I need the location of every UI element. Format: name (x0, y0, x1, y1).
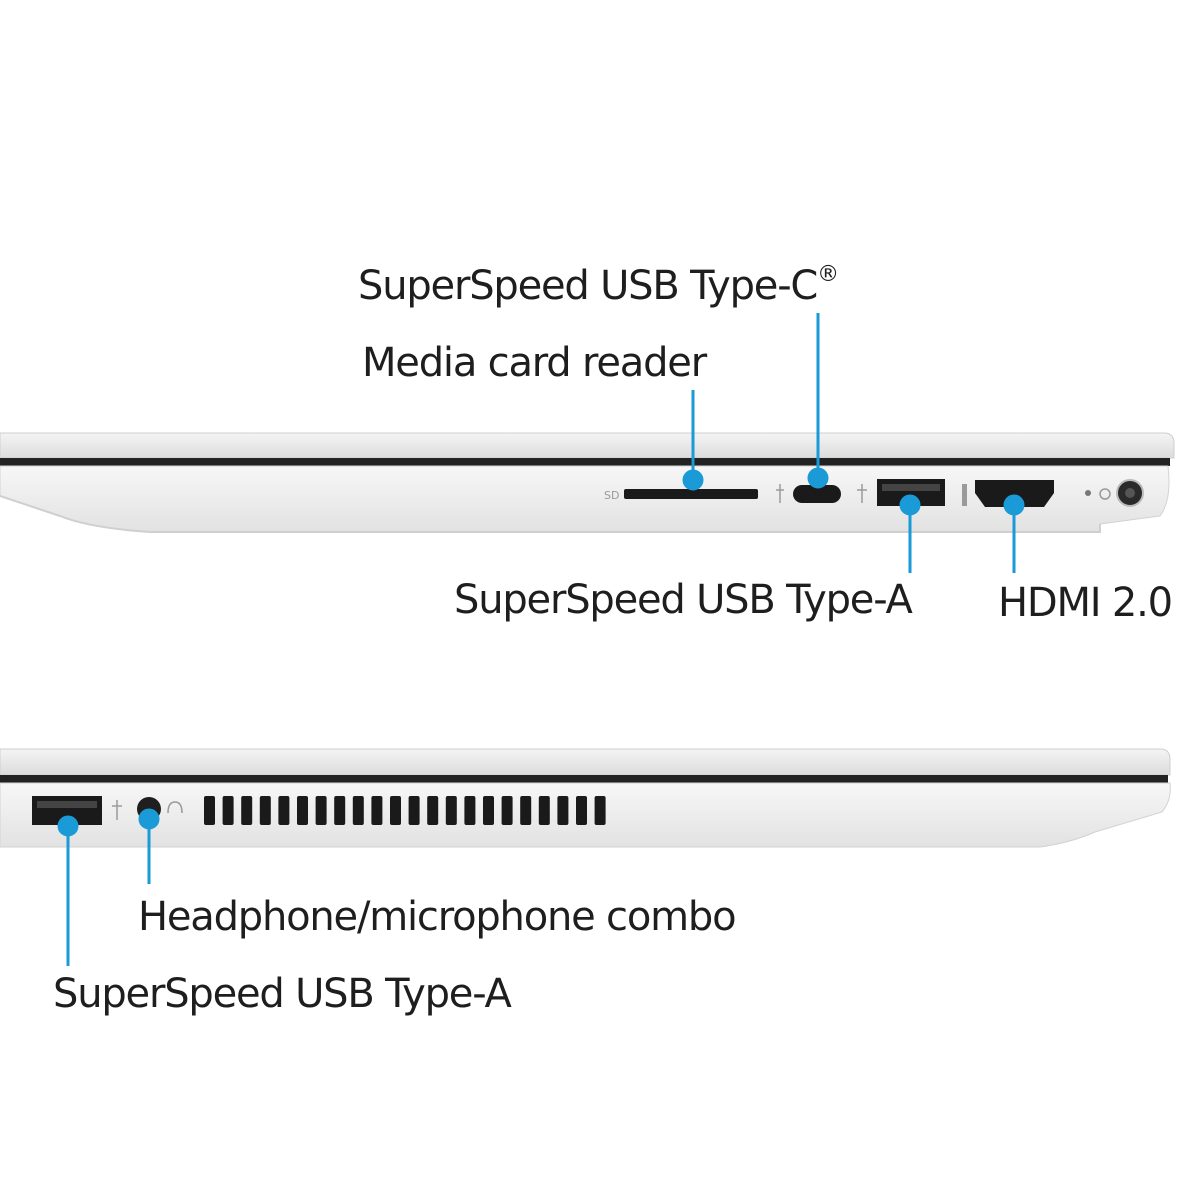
media-card-slot (624, 489, 758, 499)
registered-mark: ® (817, 262, 839, 287)
usb-icon (112, 800, 122, 820)
label-usb-a-left: SuperSpeed USB Type-A (53, 971, 512, 1017)
laptop-right-side: SD (0, 313, 1175, 573)
vent-slot (371, 796, 383, 825)
vent-slot (538, 796, 550, 825)
vent-slot (408, 796, 420, 825)
usb-a-port-tongue (37, 801, 97, 808)
label-hdmi: HDMI 2.0 (998, 580, 1173, 626)
sd-card-icon: SD (604, 489, 619, 502)
vent-slot (297, 796, 308, 825)
headphone-icon (167, 801, 183, 814)
callout-leaders-right (682, 313, 1025, 573)
lid-edge (0, 748, 1171, 776)
vent-slot (241, 796, 253, 825)
hdmi-port (975, 480, 1054, 507)
vent-slot (390, 796, 401, 825)
hinge-seam (0, 458, 1170, 466)
vent-slot (576, 796, 587, 825)
vent-slot (352, 796, 364, 825)
label-usb-c: SuperSpeed USB Type-C® (358, 263, 839, 309)
led-indicator (1085, 490, 1091, 496)
vent-slot (222, 796, 234, 825)
usb-c-icon (776, 484, 784, 503)
power-jack-pin (1125, 488, 1135, 498)
vent-slot (464, 796, 476, 825)
hinge-seam (0, 775, 1168, 783)
vent-slot (315, 796, 327, 825)
vent-slot (520, 796, 532, 825)
vent-slot (594, 796, 606, 825)
vent-slot (501, 796, 513, 825)
lid-edge (0, 432, 1175, 459)
usb-icon (857, 484, 867, 503)
label-usb-a-right: SuperSpeed USB Type-A (454, 577, 913, 623)
callout-leaders-left (57, 808, 160, 966)
laptop-left-side (0, 748, 1171, 966)
usb-c-port (793, 485, 841, 503)
vent-slot (445, 796, 457, 825)
vent-slot (334, 796, 346, 825)
label-headphone-combo: Headphone/microphone combo (138, 894, 737, 940)
power-icon (1099, 488, 1111, 500)
vent-slot (278, 796, 290, 825)
label-usb-c-text: SuperSpeed USB Type-C (358, 263, 818, 309)
hdmi-icon (962, 484, 967, 506)
usb-a-port-tongue (882, 484, 940, 491)
vent-slot (483, 796, 494, 825)
vent-grille (204, 796, 606, 825)
vent-slot (557, 796, 569, 825)
base-shadow (0, 495, 1101, 533)
vent-slot (204, 796, 215, 825)
vent-slot (427, 796, 439, 825)
vent-slot (259, 796, 271, 825)
label-media-card-reader: Media card reader (362, 340, 707, 386)
